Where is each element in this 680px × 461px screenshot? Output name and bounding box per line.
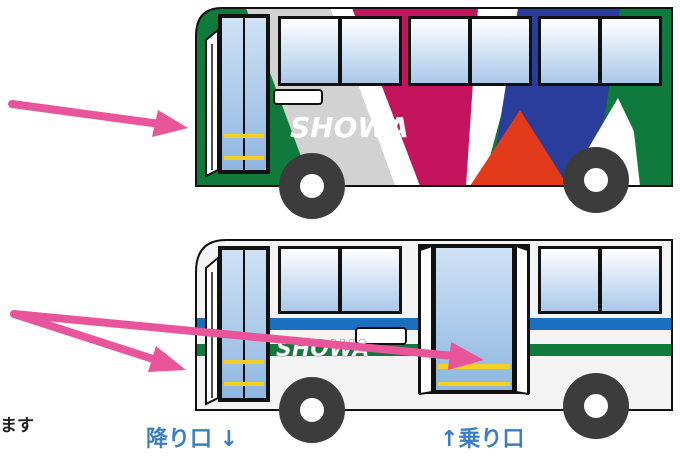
route-sign [273, 89, 323, 105]
door-step-yellow [438, 364, 510, 369]
arrow-to-top-front-door [8, 100, 188, 137]
bus-top: SHOWA [195, 7, 673, 219]
bus-top-windows [278, 16, 662, 86]
arrow-to-bottom-middle-door [10, 310, 484, 370]
bus-bottom-wheels [279, 373, 629, 443]
route-sign [355, 327, 407, 345]
bus-bottom: SHOWA [195, 239, 673, 443]
entry-door-label: ↑乗り口 [440, 427, 525, 452]
door-step-yellow [224, 134, 264, 138]
bus-bottom-front-door [205, 246, 270, 406]
cut-off-caption: ます [0, 416, 34, 436]
livery-red-triangle [470, 110, 568, 186]
bus-top-front-door [205, 14, 270, 178]
door-step-yellow [224, 156, 264, 160]
arrow-to-bottom-front-door [10, 310, 186, 372]
bus-bottom-middle-door [418, 244, 530, 396]
exit-door-label: 降り口 ↓ [146, 427, 239, 452]
bus-bottom-windows [278, 246, 662, 314]
bus-top-brand: SHOWA [290, 111, 409, 144]
bus-top-wheels [279, 147, 629, 219]
